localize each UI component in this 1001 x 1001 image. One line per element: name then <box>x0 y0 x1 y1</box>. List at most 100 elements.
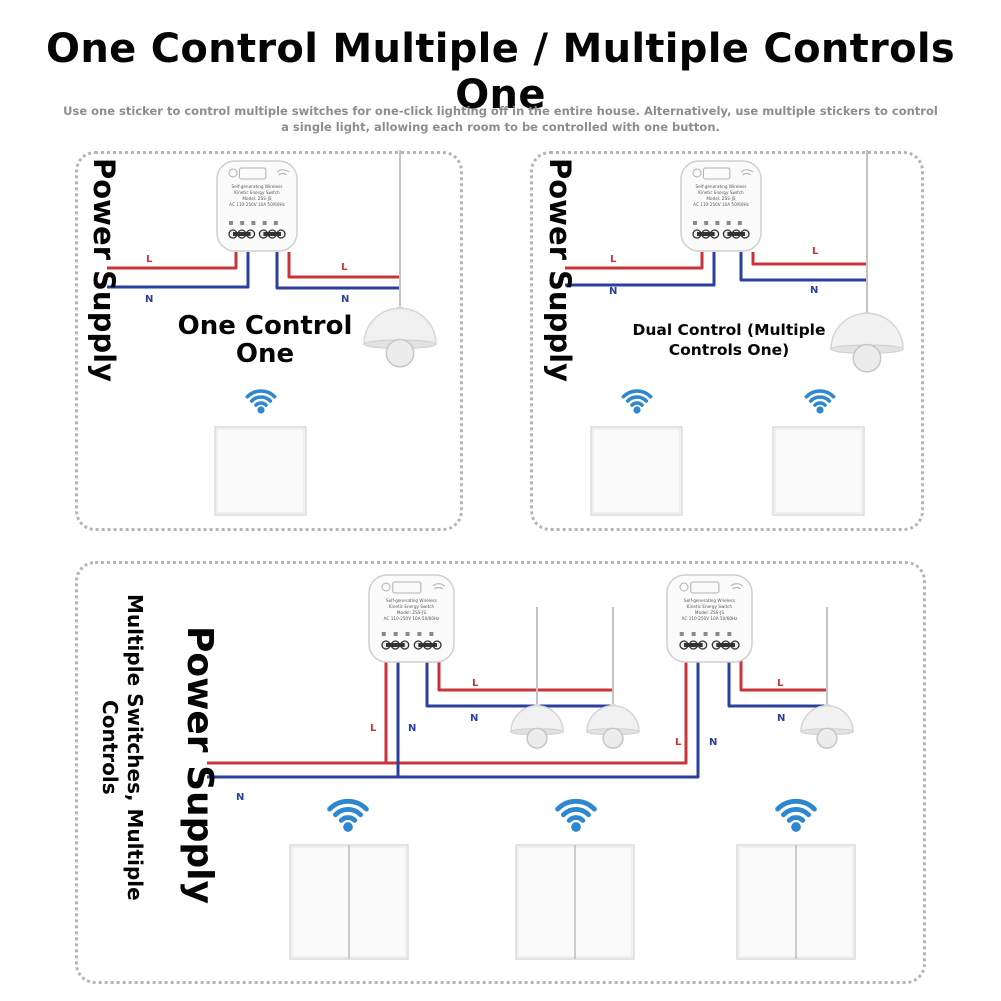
caption-one-control-line-1: One Control <box>177 311 353 341</box>
wifi-dot <box>633 406 641 414</box>
pendant-lamp-p3-b <box>586 607 640 749</box>
label-neutral-p3-out-a: N <box>470 713 478 724</box>
wifi-icon-p2-a <box>621 389 653 414</box>
panel-multiple-controls <box>75 561 926 984</box>
lamp-shade <box>363 307 437 345</box>
label-live-p3-main-b: L <box>675 737 682 748</box>
module-button-icon <box>692 168 702 178</box>
power-supply-label-2: Power Supply <box>543 158 577 382</box>
wifi-icon-p1 <box>245 389 277 414</box>
label-neutral-p3-supply: N <box>236 792 244 803</box>
module-terminal-bar <box>233 232 251 236</box>
module-text-4: AC 110-250V 10A 50/60Hz <box>682 616 738 621</box>
lamp-shade <box>800 704 854 733</box>
lamp-shade <box>586 704 640 733</box>
module-symbol <box>737 221 742 225</box>
module-led-window <box>702 167 731 180</box>
power-supply-label-3: Power Supply <box>179 626 220 904</box>
switch-plate <box>214 426 307 516</box>
module-wifi-icon <box>730 583 744 590</box>
wifi-arc-1 <box>813 401 827 407</box>
module-button-icon <box>679 582 689 592</box>
module-text-3: Model: ZSS-JS <box>695 610 724 615</box>
wifi-dot <box>816 406 824 414</box>
wifi-arc-2 <box>780 807 812 818</box>
caption-one-control-one: One Control One <box>160 312 370 368</box>
label-live-p3-out-a: L <box>472 678 479 689</box>
wifi-dot <box>791 822 801 832</box>
label-live-p1-in: L <box>146 254 153 265</box>
module-terminal-bar <box>418 643 437 647</box>
wire-neutral-p3-main-b <box>398 660 700 779</box>
module-text-4: AC 110-250V 10A 50/60Hz <box>229 202 285 207</box>
caption-one-control-line-2: One <box>235 339 295 369</box>
lamp-bulb <box>852 343 882 373</box>
label-live-p1-out: L <box>341 262 348 273</box>
page-title: One Control Multiple / Multiple Controls… <box>46 26 955 118</box>
switch-p1 <box>214 426 307 516</box>
switch-inner <box>774 428 863 514</box>
wifi-arc-3 <box>327 798 369 812</box>
wifi-arc-3 <box>804 389 836 399</box>
module-symbol <box>429 632 434 636</box>
module-body <box>680 160 762 252</box>
wire-neutral-p1-out <box>275 252 399 290</box>
module-text-1: Self-generating Wireless <box>684 598 735 603</box>
switch-inner <box>592 428 681 514</box>
wifi-icon-p2-b <box>804 389 836 414</box>
switch-inner <box>216 428 305 514</box>
module-symbol <box>715 632 720 636</box>
module-symbol <box>679 632 684 636</box>
wifi-arc-1 <box>566 815 586 823</box>
wifi-arc-1 <box>630 401 644 407</box>
module-symbol <box>240 221 245 225</box>
wifi-arc-2 <box>332 807 364 818</box>
lamp-bulb <box>385 338 415 368</box>
switch-p3-a <box>289 844 409 960</box>
label-neutral-p3-main-a: N <box>408 723 416 734</box>
pendant-lamp-p3-a <box>510 607 564 749</box>
wifi-arc-2 <box>808 395 832 403</box>
module-symbol <box>693 221 697 225</box>
wire-live-p2-out <box>751 252 866 266</box>
module-text-3: Model: ZSS-JS <box>397 610 426 615</box>
wifi-arc-3 <box>555 798 597 812</box>
module-symbol <box>262 221 267 225</box>
wire-live-p3-main-b <box>386 660 688 765</box>
module-wifi-icon <box>432 583 446 590</box>
wifi-icon-p3-a <box>327 798 369 832</box>
wire-neutral-p3-main-a <box>207 660 400 779</box>
wire-neutral-p2-in <box>565 252 716 287</box>
label-neutral-p1-out: N <box>341 294 349 305</box>
module-button-icon <box>228 168 238 178</box>
module-body <box>666 574 753 663</box>
wifi-arc-3 <box>775 798 817 812</box>
module-text-2: Kinetic Energy Switch <box>234 190 280 195</box>
power-supply-label-1: Power Supply <box>87 158 121 382</box>
subtitle-line-1: Use one sticker to control multiple swit… <box>63 104 938 118</box>
wifi-arc-3 <box>245 389 277 399</box>
switch-plate <box>590 426 683 516</box>
wire-live-p3-main-a <box>207 660 388 765</box>
wire-live-p1-in <box>107 252 238 270</box>
module-text-4: AC 110-250V 10A 50/60Hz <box>384 616 440 621</box>
pendant-lamp-p2 <box>830 150 904 373</box>
wifi-arc-1 <box>786 815 806 823</box>
module-symbol <box>715 221 720 225</box>
module-wifi-icon <box>276 169 290 176</box>
wifi-arc-3 <box>621 389 653 399</box>
multiple-switches-label: Multiple Switches, Multiple Controls <box>97 594 147 901</box>
module-symbol <box>726 221 731 225</box>
module-symbol <box>691 632 696 636</box>
lamp-shade <box>830 312 904 350</box>
wifi-arc-2 <box>249 395 273 403</box>
caption-dual-control-line-2: Controls One) <box>668 341 790 359</box>
wire-live-p3-out-b <box>739 660 827 692</box>
module-text-1: Self-generating Wireless <box>696 184 747 189</box>
module-symbol <box>405 632 410 636</box>
wifi-arc-2 <box>625 395 649 403</box>
